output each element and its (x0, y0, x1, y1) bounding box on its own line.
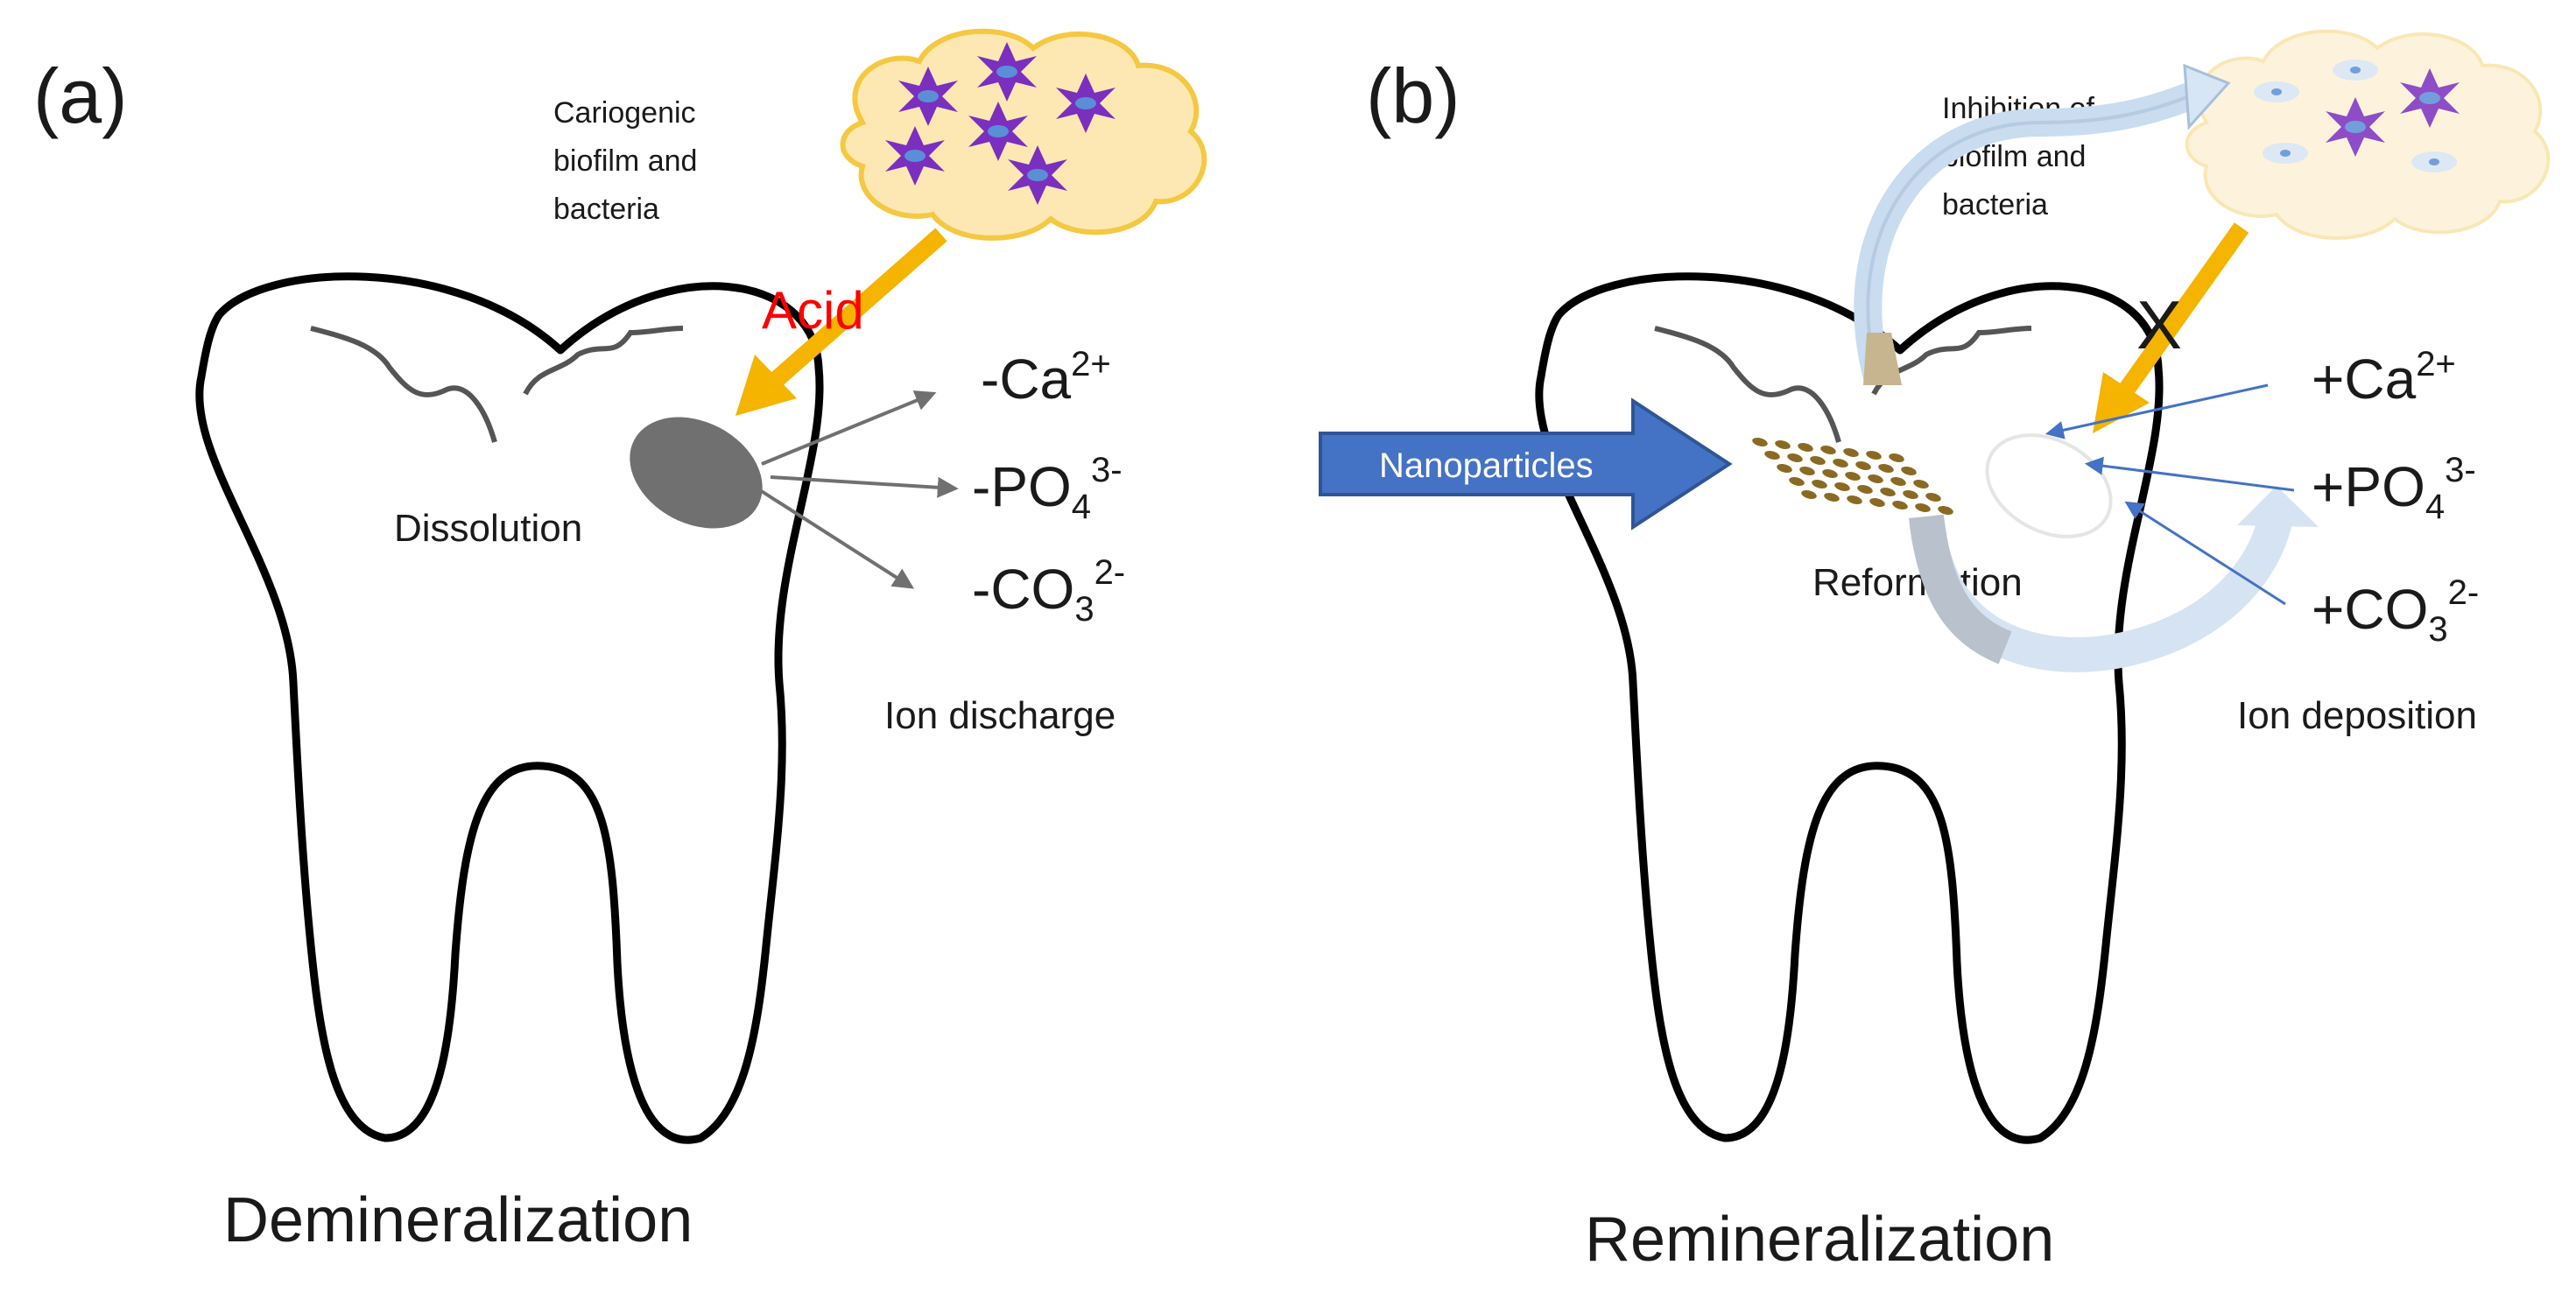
bacterium-faded-icon (2411, 151, 2457, 172)
ion-b-ca: +Ca2+ (2312, 345, 2456, 411)
nanoparticle (1878, 464, 1894, 473)
nanoparticle (1777, 464, 1792, 473)
discharge-arrow-co3 (758, 488, 915, 589)
deposit-arrow-co3 (2124, 501, 2286, 606)
nanoparticle (1843, 448, 1859, 457)
nanoparticles-arrow (1319, 397, 1733, 531)
lesion-b (1985, 433, 2113, 538)
nanoparticle (1799, 467, 1815, 475)
acid-arrow (735, 228, 947, 416)
panel-b-label: (b) (1366, 53, 1460, 139)
bacterium-faded-icon (2263, 143, 2308, 164)
enamel-crack-a-right (523, 326, 684, 396)
nanoparticle (1915, 503, 1931, 512)
ion-a-ca: -Ca2+ (981, 345, 1111, 411)
nanoparticle (1845, 472, 1861, 481)
biofilm-cloud-b (2185, 29, 2551, 240)
ion-a-co3: -CO32- (972, 553, 1125, 629)
ion-caption-a: Ion discharge (884, 694, 1116, 737)
nanoparticle (1889, 453, 1904, 462)
nanoparticle (1868, 474, 1883, 483)
panel-b-title: Remineralization (1585, 1205, 2054, 1275)
nanoparticle (1752, 438, 1768, 446)
nanoparticle (1866, 451, 1882, 460)
deposit-arrow-ca (2045, 383, 2269, 439)
deposit-arrow-po4 (2084, 456, 2295, 492)
nanoparticle (1892, 501, 1908, 509)
panel-a-label: (a) (33, 53, 128, 139)
lesion-label-b: Reformation (1812, 561, 2023, 604)
discharge-arrow-po4 (770, 475, 959, 498)
nanoparticle (1787, 453, 1803, 462)
lesion-a (630, 417, 763, 529)
nanoparticles-label: Nanoparticles (1379, 446, 1594, 485)
nanoparticle (1775, 440, 1791, 449)
nanoparticle (1820, 446, 1836, 454)
nanoparticle (1880, 488, 1896, 496)
nanoparticle (1938, 506, 1953, 515)
nanoparticle (1798, 443, 1813, 452)
nanoparticle (1847, 495, 1862, 504)
nanoparticle (1824, 493, 1840, 502)
biofilm-label-a: Cariogenic biofilm and bacteria (553, 96, 706, 226)
nanoparticle (1855, 461, 1871, 470)
nanoparticle (1857, 485, 1873, 494)
nanoparticle (1822, 469, 1838, 478)
enamel-crack-b-left (1654, 326, 1841, 443)
discharge-arrow-ca (761, 390, 937, 466)
nanoparticle (1890, 477, 1906, 486)
ion-a-po4: -PO43- (972, 451, 1123, 526)
nanoparticle (1901, 467, 1917, 475)
bacterium-faded-icon (2333, 60, 2378, 81)
ion-b-co3: +CO32- (2312, 573, 2479, 649)
panel-a: (a) Cariogenic biofilm and bacteria (33, 28, 1207, 1255)
nanoparticle (1810, 456, 1826, 465)
bacterium-faded-icon (2254, 81, 2299, 102)
nanoparticle (1834, 482, 1850, 491)
nanoparticle-cluster (1752, 438, 1953, 515)
lesion-label-a: Dissolution (394, 507, 582, 550)
biofilm-cloud-a (840, 28, 1207, 241)
nanoparticle (1913, 480, 1929, 488)
tooth-a (195, 272, 824, 1144)
nanoparticle (1801, 490, 1817, 499)
nanoparticle (1925, 493, 1941, 502)
ion-caption-b: Ion deposition (2237, 694, 2477, 737)
nanoparticle (1812, 480, 1827, 488)
nanoparticle (1833, 459, 1848, 467)
ion-b-po4: +PO43- (2312, 451, 2476, 526)
blocked-mark: X (2136, 286, 2182, 363)
nanoparticle (1903, 490, 1918, 499)
acid-label: Acid (762, 281, 864, 340)
enamel-crack-a-left (310, 326, 497, 443)
panel-b: (b) Inhibition of biofilm and bacteria (1319, 29, 2551, 1275)
tooth-outline-a (195, 272, 824, 1144)
nanoparticle (1764, 451, 1780, 460)
nanoparticle (1869, 498, 1885, 507)
panel-a-title: Demineralization (223, 1185, 693, 1255)
nanoparticle (1789, 477, 1805, 486)
remineralization-cycle-arrow (1909, 486, 2319, 672)
blocked-acid-arrow (2093, 222, 2249, 433)
inhibition-arrow (1854, 63, 2231, 385)
